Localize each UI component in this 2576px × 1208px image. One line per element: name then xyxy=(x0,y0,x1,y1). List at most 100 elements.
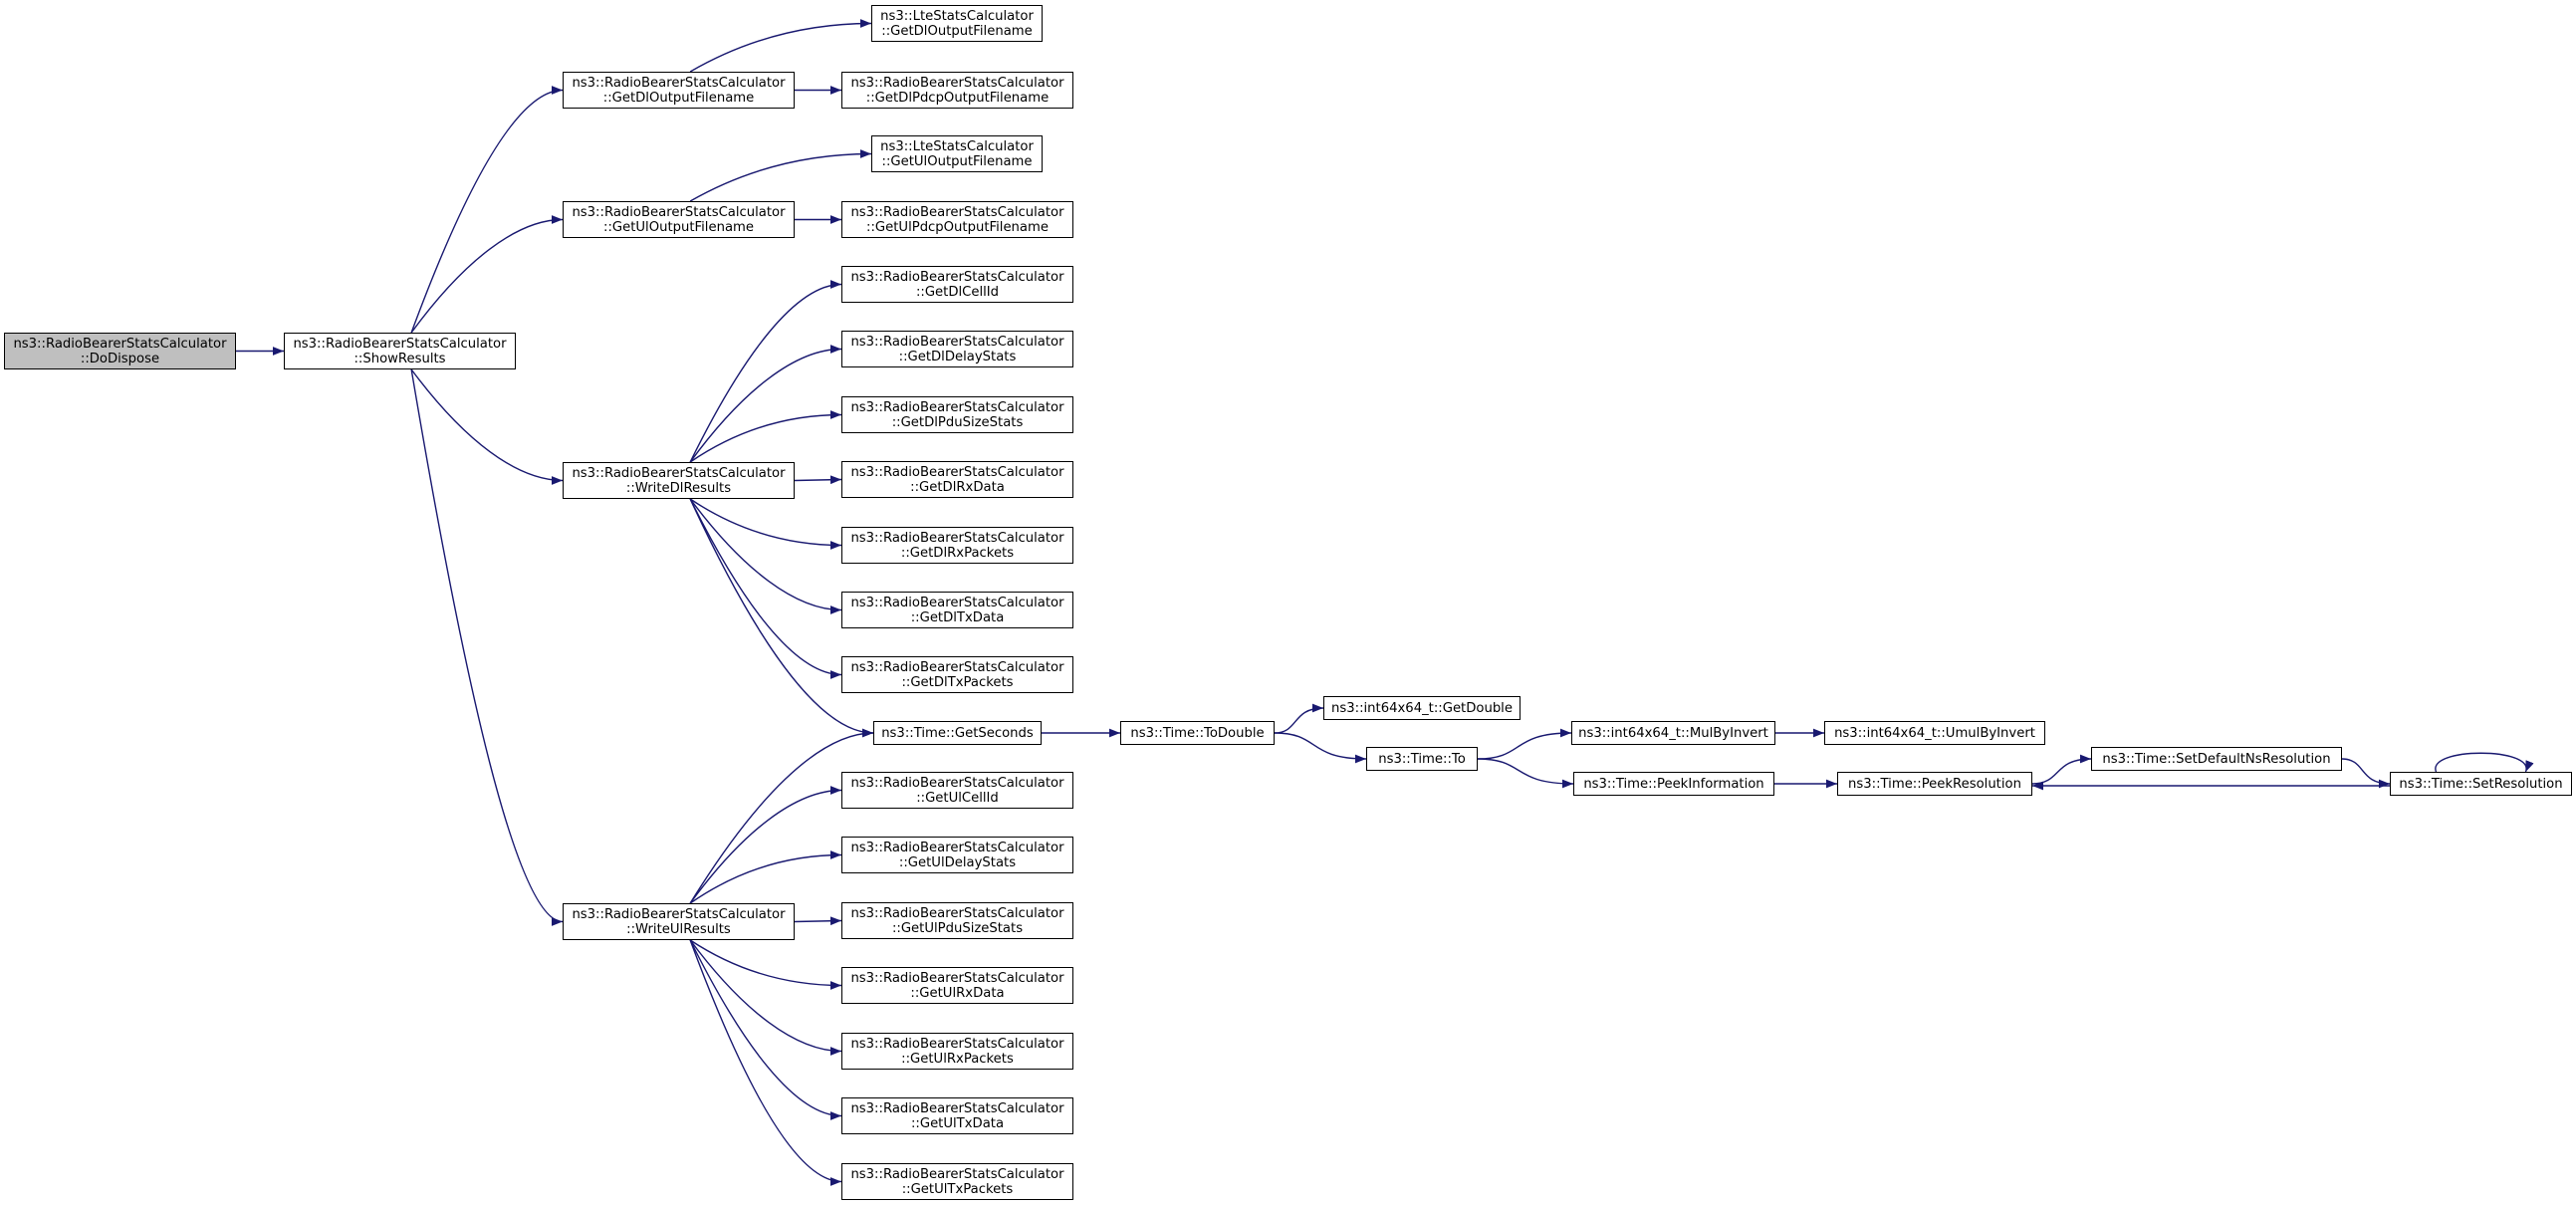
edge-writeulresults-to-getultxdata xyxy=(689,939,842,1120)
node-getulpdusizestats[interactable]: ns3::RadioBearerStatsCalculator::GetUlPd… xyxy=(841,902,1073,939)
node-label-line: ns3::RadioBearerStatsCalculator xyxy=(850,334,1064,350)
node-getulrxdata[interactable]: ns3::RadioBearerStatsCalculator::GetUlRx… xyxy=(841,967,1073,1004)
edge-showresults-to-getuloutputfilename xyxy=(410,215,564,334)
node-time-setdefaultnsresolution[interactable]: ns3::Time::SetDefaultNsResolution xyxy=(2091,747,2342,771)
node-getulrxpackets[interactable]: ns3::RadioBearerStatsCalculator::GetUlRx… xyxy=(841,1033,1073,1070)
node-getdlcellid[interactable]: ns3::RadioBearerStatsCalculator::GetDlCe… xyxy=(841,266,1073,303)
node-label-line: ns3::RadioBearerStatsCalculator xyxy=(850,840,1064,855)
node-label-line: ns3::Time::GetSeconds xyxy=(881,725,1034,741)
node-lte-getuloutputfilename[interactable]: ns3::LteStatsCalculator::GetUlOutputFile… xyxy=(871,135,1043,172)
node-getuldelaystats[interactable]: ns3::RadioBearerStatsCalculator::GetUlDe… xyxy=(841,837,1073,873)
node-time-peekresolution[interactable]: ns3::Time::PeekResolution xyxy=(1837,772,2032,796)
node-int64-getdouble[interactable]: ns3::int64x64_t::GetDouble xyxy=(1323,696,1521,720)
node-getulcellid[interactable]: ns3::RadioBearerStatsCalculator::GetUlCe… xyxy=(841,772,1073,809)
node-label-line: ns3::RadioBearerStatsCalculator xyxy=(13,336,227,352)
node-int64-mulbyinvert[interactable]: ns3::int64x64_t::MulByInvert xyxy=(1571,721,1775,745)
edge-writedlresults-to-getdlrxpackets xyxy=(689,498,842,550)
node-label-line: ns3::RadioBearerStatsCalculator xyxy=(850,399,1064,415)
node-label-line: ns3::RadioBearerStatsCalculator xyxy=(850,204,1064,220)
edge-writeulresults-to-getulrxpackets xyxy=(689,939,842,1056)
edge-time-setdefaultnsresolution-to-time-setresolution xyxy=(2341,758,2391,789)
node-label-line: ns3::RadioBearerStatsCalculator xyxy=(850,595,1064,610)
node-label-line: ns3::Time::PeekResolution xyxy=(1848,776,2021,792)
node-label-line: ns3::int64x64_t::GetDouble xyxy=(1331,700,1513,716)
edge-writeulresults-to-getulrxdata xyxy=(689,939,842,990)
node-lte-getdloutputfilename[interactable]: ns3::LteStatsCalculator::GetDlOutputFile… xyxy=(871,5,1043,42)
edge-writedlresults-to-getdlrxdata xyxy=(794,475,842,485)
node-label-line: ::GetUlTxData xyxy=(910,1115,1005,1131)
edge-writedlresults-to-getdldelaystats xyxy=(689,345,842,463)
node-showresults[interactable]: ns3::RadioBearerStatsCalculator::ShowRes… xyxy=(284,333,516,369)
node-label-line: ns3::Time::ToDouble xyxy=(1130,725,1265,741)
node-dodispose: ns3::RadioBearerStatsCalculator::DoDispo… xyxy=(4,333,236,369)
node-time-peekinformation[interactable]: ns3::Time::PeekInformation xyxy=(1573,772,1774,796)
edge-writedlresults-to-getdltxpackets xyxy=(689,498,842,679)
node-label-line: ::GetUlRxPackets xyxy=(901,1051,1014,1067)
node-label-line: ns3::RadioBearerStatsCalculator xyxy=(850,775,1064,791)
edge-time-peekresolution-to-time-setdefaultnsresolution xyxy=(2031,754,2092,785)
node-label-line: ::GetUlPduSizeStats xyxy=(891,920,1024,936)
node-int64-umulbyinvert[interactable]: ns3::int64x64_t::UmulByInvert xyxy=(1824,721,2045,745)
node-label-line: ns3::Time::PeekInformation xyxy=(1583,776,1764,792)
node-getdlpdcpoutputfilename[interactable]: ns3::RadioBearerStatsCalculator::GetDlPd… xyxy=(841,72,1073,109)
edge-showresults-to-writedlresults xyxy=(410,368,564,485)
node-label-line: ns3::RadioBearerStatsCalculator xyxy=(850,75,1064,91)
node-label-line: ::GetUlOutputFilename xyxy=(603,219,754,235)
node-label-line: ::GetUlTxPackets xyxy=(901,1181,1014,1197)
node-getulpdcpoutputfilename[interactable]: ns3::RadioBearerStatsCalculator::GetUlPd… xyxy=(841,201,1073,238)
edge-writedlresults-to-time-getseconds xyxy=(689,498,874,738)
edge-writeulresults-to-getuldelaystats xyxy=(689,850,842,904)
node-label-line: ::GetDlDelayStats xyxy=(898,349,1017,364)
node-label-line: ns3::RadioBearerStatsCalculator xyxy=(850,530,1064,546)
edge-time-todouble-to-int64-getdouble xyxy=(1274,703,1324,734)
node-label-line: ns3::LteStatsCalculator xyxy=(880,8,1034,24)
edge-getuloutputfilename-to-lte-getuloutputfilename xyxy=(689,149,872,202)
node-getdltxdata[interactable]: ns3::RadioBearerStatsCalculator::GetDlTx… xyxy=(841,592,1073,628)
edge-writeulresults-to-getultxpackets xyxy=(689,939,842,1186)
node-label-line: ns3::RadioBearerStatsCalculator xyxy=(850,269,1064,285)
edge-writedlresults-to-getdltxdata xyxy=(689,498,842,614)
node-label-line: ns3::RadioBearerStatsCalculator xyxy=(850,905,1064,921)
node-label-line: ns3::Time::SetDefaultNsResolution xyxy=(2102,751,2331,767)
node-label-line: ns3::int64x64_t::MulByInvert xyxy=(1578,725,1768,741)
node-label-line: ::GetDlRxData xyxy=(910,479,1005,495)
node-label-line: ::GetDlOutputFilename xyxy=(881,23,1033,39)
node-label-line: ns3::RadioBearerStatsCalculator xyxy=(572,906,786,922)
edge-writeulresults-to-getulpdusizestats xyxy=(794,916,842,926)
edge-writeulresults-to-time-getseconds xyxy=(689,728,874,904)
node-label-line: ns3::RadioBearerStatsCalculator xyxy=(850,659,1064,675)
node-getdlrxdata[interactable]: ns3::RadioBearerStatsCalculator::GetDlRx… xyxy=(841,461,1073,498)
node-time-todouble[interactable]: ns3::Time::ToDouble xyxy=(1120,721,1275,745)
node-label-line: ns3::int64x64_t::UmulByInvert xyxy=(1834,725,2035,741)
node-time-getseconds[interactable]: ns3::Time::GetSeconds xyxy=(873,721,1042,745)
node-time-to[interactable]: ns3::Time::To xyxy=(1366,747,1478,771)
node-getuloutputfilename[interactable]: ns3::RadioBearerStatsCalculator::GetUlOu… xyxy=(563,201,795,238)
node-label-line: ::GetDlPdcpOutputFilename xyxy=(865,90,1050,106)
edge-writedlresults-to-getdlpdusizestats xyxy=(689,410,842,463)
node-getdltxpackets[interactable]: ns3::RadioBearerStatsCalculator::GetDlTx… xyxy=(841,656,1073,693)
edge-writedlresults-to-getdlcellid xyxy=(689,280,842,463)
node-label-line: ns3::RadioBearerStatsCalculator xyxy=(572,75,786,91)
node-label-line: ns3::RadioBearerStatsCalculator xyxy=(850,970,1064,986)
edge-time-todouble-to-time-to xyxy=(1274,732,1367,764)
node-getultxpackets[interactable]: ns3::RadioBearerStatsCalculator::GetUlTx… xyxy=(841,1163,1073,1200)
node-label-line: ::WriteUlResults xyxy=(626,921,731,937)
node-label-line: ::GetDlTxData xyxy=(910,609,1005,625)
node-getultxdata[interactable]: ns3::RadioBearerStatsCalculator::GetUlTx… xyxy=(841,1097,1073,1134)
node-label-line: ::DoDispose xyxy=(80,351,160,366)
node-getdldelaystats[interactable]: ns3::RadioBearerStatsCalculator::GetDlDe… xyxy=(841,331,1073,367)
edge-writeulresults-to-getulcellid xyxy=(689,786,842,904)
node-getdloutputfilename[interactable]: ns3::RadioBearerStatsCalculator::GetDlOu… xyxy=(563,72,795,109)
node-writeulresults[interactable]: ns3::RadioBearerStatsCalculator::WriteUl… xyxy=(563,903,795,940)
node-writedlresults[interactable]: ns3::RadioBearerStatsCalculator::WriteDl… xyxy=(563,462,795,499)
node-label-line: ns3::RadioBearerStatsCalculator xyxy=(850,1100,1064,1116)
node-label-line: ::ShowResults xyxy=(353,351,446,366)
edge-time-setresolution-to-time-setresolution xyxy=(2435,752,2534,773)
node-label-line: ns3::RadioBearerStatsCalculator xyxy=(572,465,786,481)
node-time-setresolution[interactable]: ns3::Time::SetResolution xyxy=(2390,772,2572,796)
node-label-line: ::GetDlTxPackets xyxy=(901,674,1014,690)
edge-showresults-to-writeulresults xyxy=(410,368,564,926)
node-label-line: ns3::RadioBearerStatsCalculator xyxy=(850,1036,1064,1052)
node-getdlrxpackets[interactable]: ns3::RadioBearerStatsCalculator::GetDlRx… xyxy=(841,527,1073,564)
node-getdlpdusizestats[interactable]: ns3::RadioBearerStatsCalculator::GetDlPd… xyxy=(841,396,1073,433)
